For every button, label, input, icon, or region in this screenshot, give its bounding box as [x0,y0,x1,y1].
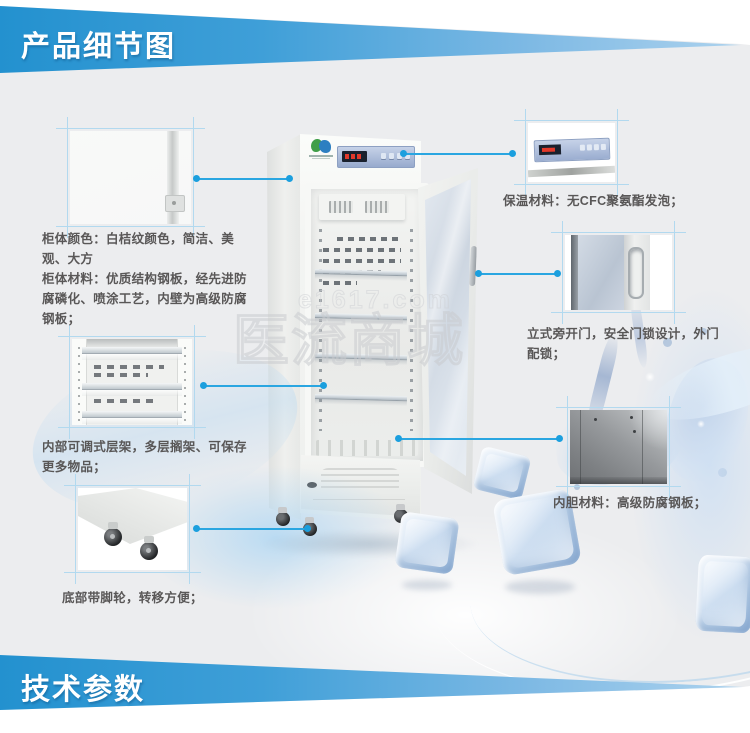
thumb-control-panel [514,109,629,196]
thumb-casters [64,474,201,584]
callout-dot [304,525,311,532]
callout-dot [475,270,482,277]
door-hinge-detail [165,195,185,212]
callout-line-cabinet [193,175,293,182]
callout-text-door: 立式旁开门，安全门锁设计，外门配锁； [527,327,720,361]
callout-dot [509,150,516,157]
callout-dot [320,382,327,389]
fridge-glass-door [418,168,478,494]
callout-dot [193,525,200,532]
callout-line-liner [395,435,563,442]
ice-reflection [505,580,575,594]
thumb-cabinet-corner [56,117,205,238]
wire-shelf [314,313,408,321]
callout-dot [556,435,563,442]
callout-text-cabinet: 柜体颜色：白桔纹颜色，简洁、美观、大方 柜体材料：优质结构钢板，经先进防腐磷化、… [42,232,247,326]
thumb-inner-liner [556,396,681,498]
callout-line-insulation [400,150,516,157]
interior-floor [316,440,418,456]
callout-dot [395,435,402,442]
door-handle [468,245,478,287]
glass-reflection [425,179,471,476]
wire-shelf [314,353,408,361]
callout-dot [286,175,293,182]
temperature-display [342,151,367,162]
callout-text-liner: 内胆材料：高级防腐钢板； [553,496,707,510]
brand-logo-icon [309,139,335,161]
ice-cube [472,445,532,501]
wire-shelf [314,269,408,277]
callout-text-insulation: 保温材料：无CFC聚氨酯发泡； [503,194,684,208]
wire-shelf [314,394,408,402]
sparkle-decor [645,372,655,382]
page-title: 产品细节图 [21,31,177,63]
callout-dot [400,150,407,157]
sparkle-decor [697,420,705,428]
control-buttons [381,153,410,159]
shelf-rail [319,229,322,431]
callout-dot [200,382,207,389]
thumb-door-handle [551,221,686,324]
callout-text-casters: 底部带脚轮，转移方便； [62,591,203,605]
interior-vent [319,194,405,220]
thumb-adjustable-shelves [58,325,206,439]
section-title-specs: 技术参数 [21,674,146,706]
callout-dot [554,270,561,277]
ice-cube [394,511,460,575]
callout-line-casters [193,525,311,532]
fridge-side-panel [267,134,301,520]
ice-cube [695,554,750,634]
ice-reflection [402,580,452,590]
fridge-interior [305,183,429,467]
callout-line-door [475,270,561,277]
shelf-rail [410,229,413,431]
temperature-control-panel [337,146,415,168]
door-handle-detail [628,247,644,299]
callout-dot [193,175,200,182]
callout-text-shelves: 内部可调式层架，多层搁架、可保存更多物品； [42,440,247,474]
caster-wheel [276,507,290,526]
callout-line-shelves [200,382,327,389]
